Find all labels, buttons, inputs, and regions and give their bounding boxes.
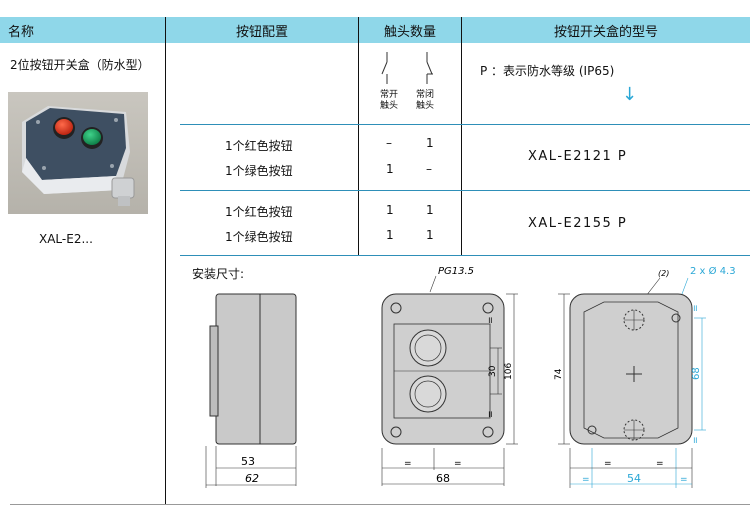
arrow-down-icon: ↓ xyxy=(622,84,638,105)
dim-back-eq-far-right: = xyxy=(680,475,688,485)
row-divider-1 xyxy=(180,124,750,125)
dim-front-106: 106 xyxy=(504,363,514,380)
nc-contact-label: 常闭触头 xyxy=(415,90,434,111)
dim-back-eq-bottom: = xyxy=(691,436,701,444)
dim-front-30: 30 xyxy=(488,365,498,377)
dimensions-title: 安装尺寸: xyxy=(192,267,245,281)
row2-button-2: 1个绿色按钮 xyxy=(225,230,293,244)
row2-nc-2: 1 xyxy=(426,228,434,242)
row2-nc-1: 1 xyxy=(386,228,394,242)
row1-nc-2: – xyxy=(426,162,432,176)
header-config: 按钮配置 xyxy=(166,17,358,43)
dim-front-eq-left: = xyxy=(404,459,412,469)
header-model: 按钮开关盒的型号 xyxy=(462,17,750,43)
dim-front-eq-top: = xyxy=(486,316,496,324)
row-divider-2 xyxy=(180,190,750,191)
dim-side-53: 53 xyxy=(241,455,255,468)
row1-nc-1: 1 xyxy=(386,162,394,176)
col-divider-2 xyxy=(358,17,359,255)
row1-no-1: – xyxy=(386,136,392,150)
back-view-drawing: (2) 2 x Ø 4.3 74 68 = = = = 54 = = xyxy=(554,265,736,488)
dim-back-eq-right: = xyxy=(656,459,664,469)
row2-button-1: 1个红色按钮 xyxy=(225,205,293,219)
dim-back-74: 74 xyxy=(554,368,564,380)
row1-no-2: 1 xyxy=(426,136,434,150)
contact-symbols xyxy=(381,52,433,84)
dim-back-eq-left: = xyxy=(604,459,612,469)
row-divider-3 xyxy=(180,255,750,256)
row1-button-1: 1个红色按钮 xyxy=(225,139,293,153)
product-model-prefix: XAL-E2... xyxy=(39,232,93,246)
dim-back-eq-far-left: = xyxy=(582,475,590,485)
product-name: 2位按钮开关盒（防水型） xyxy=(10,58,150,72)
header-contacts: 触头数量 xyxy=(359,17,461,43)
row1-model: XAL-E2121 P xyxy=(528,149,628,164)
normally-open-symbol xyxy=(381,52,388,84)
no-contact-label: 常开触头 xyxy=(379,90,398,111)
dim-front-pg: PG13.5 xyxy=(438,266,474,277)
header-name: 名称 xyxy=(0,17,165,43)
bottom-rule xyxy=(10,504,750,505)
dim-back-note: (2) xyxy=(658,269,669,278)
dim-back-68: 68 xyxy=(691,367,702,380)
dim-front-eq-right: = xyxy=(454,459,462,469)
row2-model: XAL-E2155 P xyxy=(528,216,628,231)
dim-front-eq-bottom: = xyxy=(486,410,496,418)
protection-note: P ：表示防水等级 (IP65) xyxy=(480,64,615,78)
col-divider-3 xyxy=(461,17,462,255)
side-view-drawing: 53 62 xyxy=(205,293,297,488)
dim-front-68: 68 xyxy=(436,472,450,485)
dim-back-holes: 2 x Ø 4.3 xyxy=(690,265,736,277)
front-view-drawing: PG13.5 30 106 = = = = 68 xyxy=(381,266,518,486)
row2-no-1: 1 xyxy=(386,203,394,217)
dim-side-62: 62 xyxy=(245,472,259,485)
row2-no-2: 1 xyxy=(426,203,434,217)
dim-back-eq-top: = xyxy=(691,304,701,312)
row1-button-2: 1个绿色按钮 xyxy=(225,164,293,178)
col-divider-1 xyxy=(165,17,166,505)
normally-closed-symbol xyxy=(426,52,433,84)
dim-back-54: 54 xyxy=(627,472,641,485)
product-photo xyxy=(8,92,148,214)
